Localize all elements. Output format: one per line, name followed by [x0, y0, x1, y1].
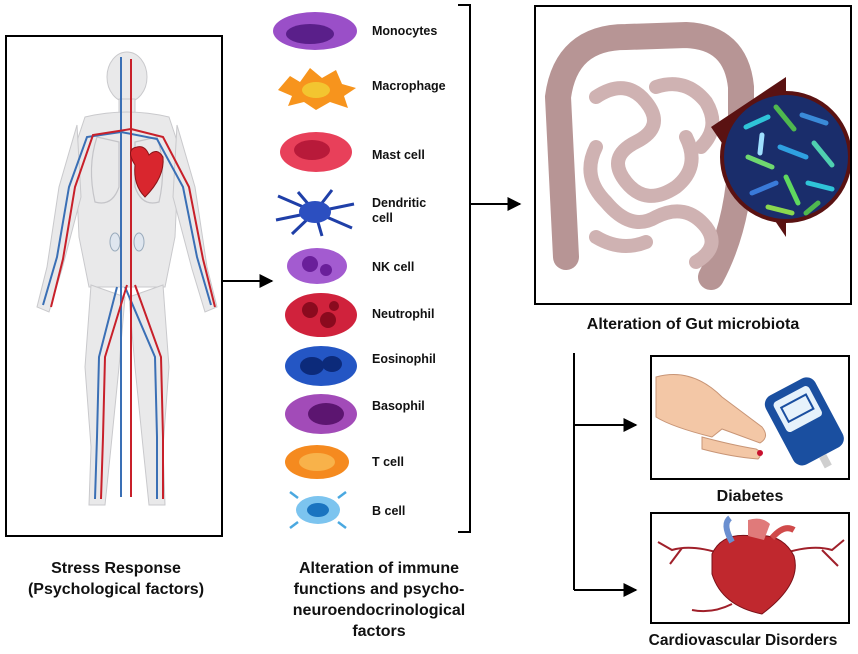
- gut-microbiota-caption: Alteration of Gut microbiota: [586, 316, 800, 333]
- cell-label-b-cell: B cell: [372, 504, 406, 518]
- stress-caption-line1: Stress Response: [51, 560, 181, 577]
- heart-illustration: [657, 515, 845, 615]
- diabetes-panel: [650, 355, 850, 480]
- cardiovascular-panel: [650, 512, 850, 624]
- cardiovascular-caption: Cardiovascular Disorders: [648, 632, 838, 649]
- t-cell-icon: [282, 442, 352, 487]
- eosinophil-cell-icon: [282, 342, 360, 395]
- immune-bracket: [458, 4, 471, 533]
- cell-label-t-cell: T cell: [372, 455, 404, 469]
- human-circulatory-illustration: [36, 51, 218, 506]
- immune-caption-line3: neuroendocrinological: [292, 602, 466, 619]
- neutrophil-cell-icon: [282, 290, 360, 345]
- nk-cell-icon: [284, 244, 350, 293]
- b-cell-icon: [286, 490, 350, 535]
- immune-caption-line2: functions and psycho-: [293, 581, 465, 598]
- mast-cell-icon: [276, 128, 356, 181]
- cell-label-nk-cell: NK cell: [372, 260, 415, 274]
- gut-microbiota-panel: [534, 5, 852, 305]
- monocyte-cell-icon: [270, 8, 360, 59]
- immune-caption-line4: factors: [352, 623, 406, 640]
- cell-label-mast-cell: Mast cell: [372, 148, 425, 162]
- cell-label-basophil: Basophil: [372, 399, 425, 413]
- macrophage-cell-icon: [272, 62, 360, 117]
- stress-caption-line2: (Psychological factors): [27, 581, 205, 598]
- stress-response-caption: Stress Response (Psychological factors): [0, 558, 232, 600]
- stress-response-panel: [5, 35, 223, 537]
- dendritic-cell-icon: [272, 186, 358, 243]
- cell-label-neutrophil: Neutrophil: [372, 307, 435, 321]
- diabetes-caption: Diabetes: [716, 488, 784, 505]
- basophil-cell-icon: [282, 390, 360, 443]
- immune-caption: Alteration of immune functions and psych…: [266, 558, 492, 642]
- cell-label-eosinophil: Eosinophil: [372, 352, 436, 366]
- cell-label-dendritic-cell: Dendritic cell: [372, 196, 427, 225]
- glucose-meter-illustration: [655, 374, 844, 469]
- cell-label-monocytes: Monocytes: [372, 24, 438, 38]
- cell-label-macrophage: Macrophage: [372, 79, 446, 93]
- immune-caption-line1: Alteration of immune: [298, 560, 459, 577]
- intestine-microbiota-illustration: [544, 21, 850, 290]
